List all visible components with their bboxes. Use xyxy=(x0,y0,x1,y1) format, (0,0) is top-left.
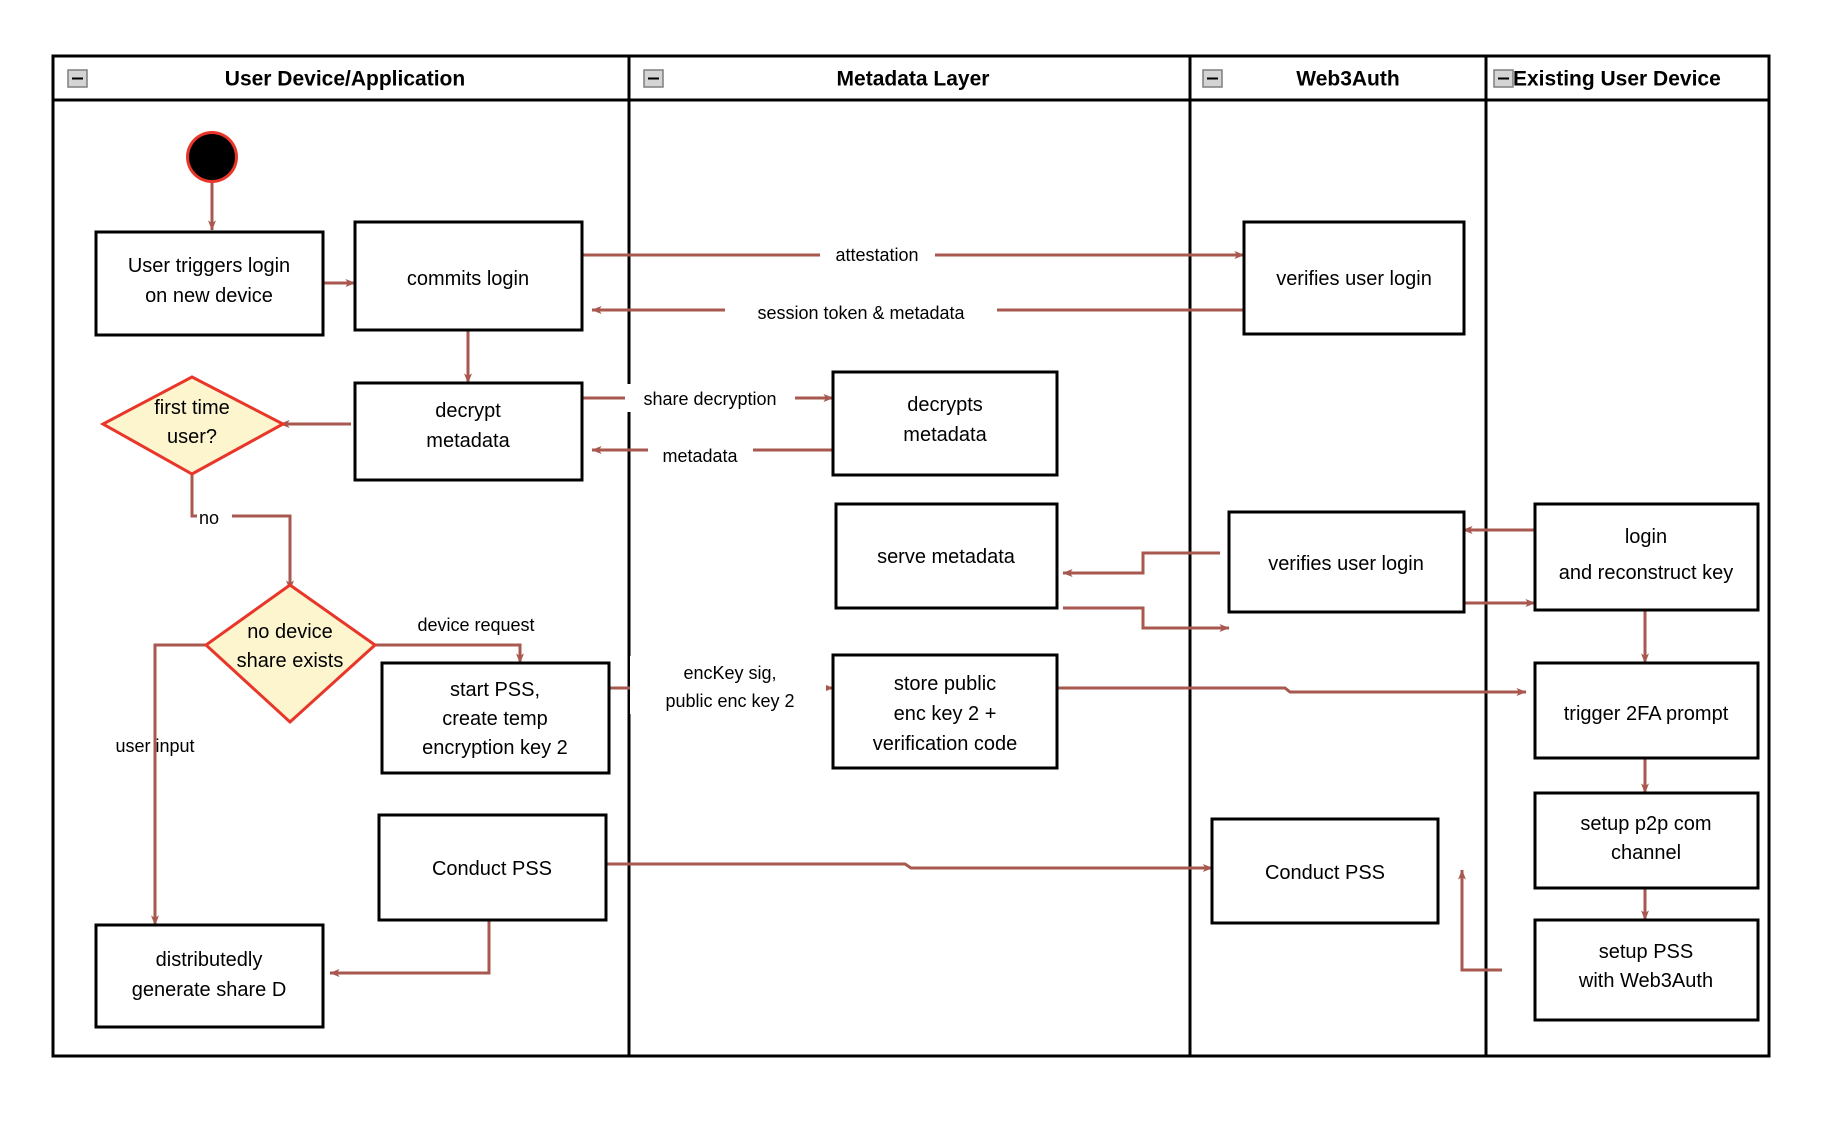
minus-icon[interactable] xyxy=(67,69,88,88)
node-decrypts-metadata[interactable]: decrypts metadata xyxy=(831,370,1059,477)
node-setup-p2p-com-channel[interactable]: setup p2p com channel xyxy=(1533,791,1760,890)
node-label-line: share exists xyxy=(237,650,344,672)
node-user-triggers-login[interactable]: User triggers login on new device xyxy=(94,230,325,337)
svg-text:user input: user input xyxy=(115,736,194,756)
edge-device-request xyxy=(370,643,525,664)
node-serve-metadata[interactable]: serve metadata xyxy=(834,502,1059,610)
edge-label-share-decryption: share decryption xyxy=(625,384,795,412)
edge-label-device-request: device request xyxy=(396,610,556,638)
node-label-line: store public xyxy=(894,673,996,695)
node-label-line: on new device xyxy=(145,285,273,307)
lane-header-web3auth[interactable]: Web3Auth xyxy=(1202,68,1400,91)
node-verifies-user-login-2[interactable]: verifies user login xyxy=(1227,510,1466,614)
node-label-line: serve metadata xyxy=(877,546,1016,568)
edge-label-metadata: metadata xyxy=(648,441,753,469)
edge-label-user-input: user input xyxy=(115,736,194,756)
node-label-line: encryption key 2 xyxy=(422,737,568,759)
edge-label-session-token-metadata: session token & metadata xyxy=(725,298,997,326)
edge-user-input xyxy=(151,643,209,926)
edge-label-enckey-sig: encKey sig, public enc key 2 xyxy=(630,656,826,714)
node-no-device-share-exists[interactable]: no device share exists xyxy=(203,583,378,725)
edge-setup-pss-to-conduct-pss xyxy=(1457,869,1502,972)
svg-text:encKey sig,: encKey sig, xyxy=(683,663,776,683)
svg-text:no: no xyxy=(199,508,219,528)
node-label-line: first time xyxy=(154,397,230,419)
minus-icon[interactable] xyxy=(1202,69,1223,88)
node-label-line: Conduct PSS xyxy=(432,858,552,880)
lane-label-web3auth: Web3Auth xyxy=(1296,68,1399,91)
node-label-line: start PSS, xyxy=(450,679,540,701)
node-label-line: metadata xyxy=(903,424,987,446)
node-label-line: setup PSS xyxy=(1599,941,1694,963)
lane-header-metadata[interactable]: Metadata Layer xyxy=(643,68,990,91)
node-label-line: and reconstruct key xyxy=(1559,562,1734,584)
node-label-line: Conduct PSS xyxy=(1265,862,1385,884)
edge-serve-metadata-to-verifies xyxy=(1063,606,1230,632)
node-label-line: commits login xyxy=(407,268,529,290)
node-label-line: setup p2p com xyxy=(1580,813,1711,835)
node-distributedly-generate-share-d[interactable]: distributedly generate share D xyxy=(94,923,325,1029)
node-decrypt-metadata[interactable]: decrypt metadata xyxy=(353,381,584,482)
svg-text:attestation: attestation xyxy=(835,245,918,265)
node-verifies-user-login-1[interactable]: verifies user login xyxy=(1242,220,1466,336)
svg-text:metadata: metadata xyxy=(662,446,738,466)
edge-conduct-pss-bidirectional xyxy=(597,860,1213,873)
node-label-line: verifies user login xyxy=(1268,553,1424,575)
node-label-line: decrypt xyxy=(435,400,501,422)
node-label-line: login xyxy=(1625,526,1667,548)
node-label-line: decrypts xyxy=(907,394,983,416)
lane-header-existing-device[interactable]: Existing User Device xyxy=(1493,68,1721,91)
node-label-line: trigger 2FA prompt xyxy=(1564,703,1729,725)
node-commits-login[interactable]: commits login xyxy=(353,220,584,332)
node-label-line: channel xyxy=(1611,842,1681,864)
diagram-frame xyxy=(51,54,1771,1058)
node-store-public-enc-key[interactable]: store public enc key 2 + verification co… xyxy=(831,653,1059,770)
node-start-pss-create-temp-key[interactable]: start PSS, create temp encryption key 2 xyxy=(380,661,611,775)
node-label-line: create temp xyxy=(442,708,548,730)
node-label-line: no device xyxy=(247,621,333,643)
svg-text:session token & metadata: session token & metadata xyxy=(757,303,965,323)
lane-label-existing-device: Existing User Device xyxy=(1513,68,1721,91)
minus-icon[interactable] xyxy=(643,69,664,88)
node-label-line: generate share D xyxy=(132,979,287,1001)
node-label-line: user? xyxy=(167,426,217,448)
node-trigger-2fa-prompt[interactable]: trigger 2FA prompt xyxy=(1533,661,1760,760)
edge-conduct-pss-to-share-d xyxy=(329,920,491,978)
edge-label-no: no xyxy=(197,504,232,530)
lane-header-user-device[interactable]: User Device/Application xyxy=(67,68,465,91)
node-label-line: verifies user login xyxy=(1276,268,1432,290)
node-label-line: User triggers login xyxy=(128,255,290,277)
node-first-time-user[interactable]: first time user? xyxy=(99,375,287,476)
svg-text:public enc key 2: public enc key 2 xyxy=(665,691,794,711)
svg-text:device request: device request xyxy=(417,615,534,635)
edge-store-key-to-trigger-2fa xyxy=(1056,686,1527,696)
edge-label-attestation: attestation xyxy=(820,240,935,268)
edge-verifies-to-serve-metadata xyxy=(1062,551,1220,578)
minus-icon[interactable] xyxy=(1493,69,1514,88)
node-conduct-pss-web3auth[interactable]: Conduct PSS xyxy=(1210,817,1440,925)
node-label-line: verification code xyxy=(873,733,1018,755)
edge-no-branch xyxy=(190,474,295,591)
start-node[interactable] xyxy=(186,131,238,183)
node-label-line: distributedly xyxy=(156,949,263,971)
lane-label-user-device: User Device/Application xyxy=(225,68,465,91)
node-conduct-pss-user[interactable]: Conduct PSS xyxy=(377,813,608,922)
svg-text:share decryption: share decryption xyxy=(643,389,776,409)
lane-label-metadata: Metadata Layer xyxy=(837,68,990,91)
node-label-line: with Web3Auth xyxy=(1578,970,1713,992)
node-label-line: enc key 2 + xyxy=(894,703,997,725)
node-setup-pss-with-web3auth[interactable]: setup PSS with Web3Auth xyxy=(1533,918,1760,1022)
node-label-line: metadata xyxy=(426,430,510,452)
node-login-and-reconstruct-key[interactable]: login and reconstruct key xyxy=(1533,502,1760,612)
